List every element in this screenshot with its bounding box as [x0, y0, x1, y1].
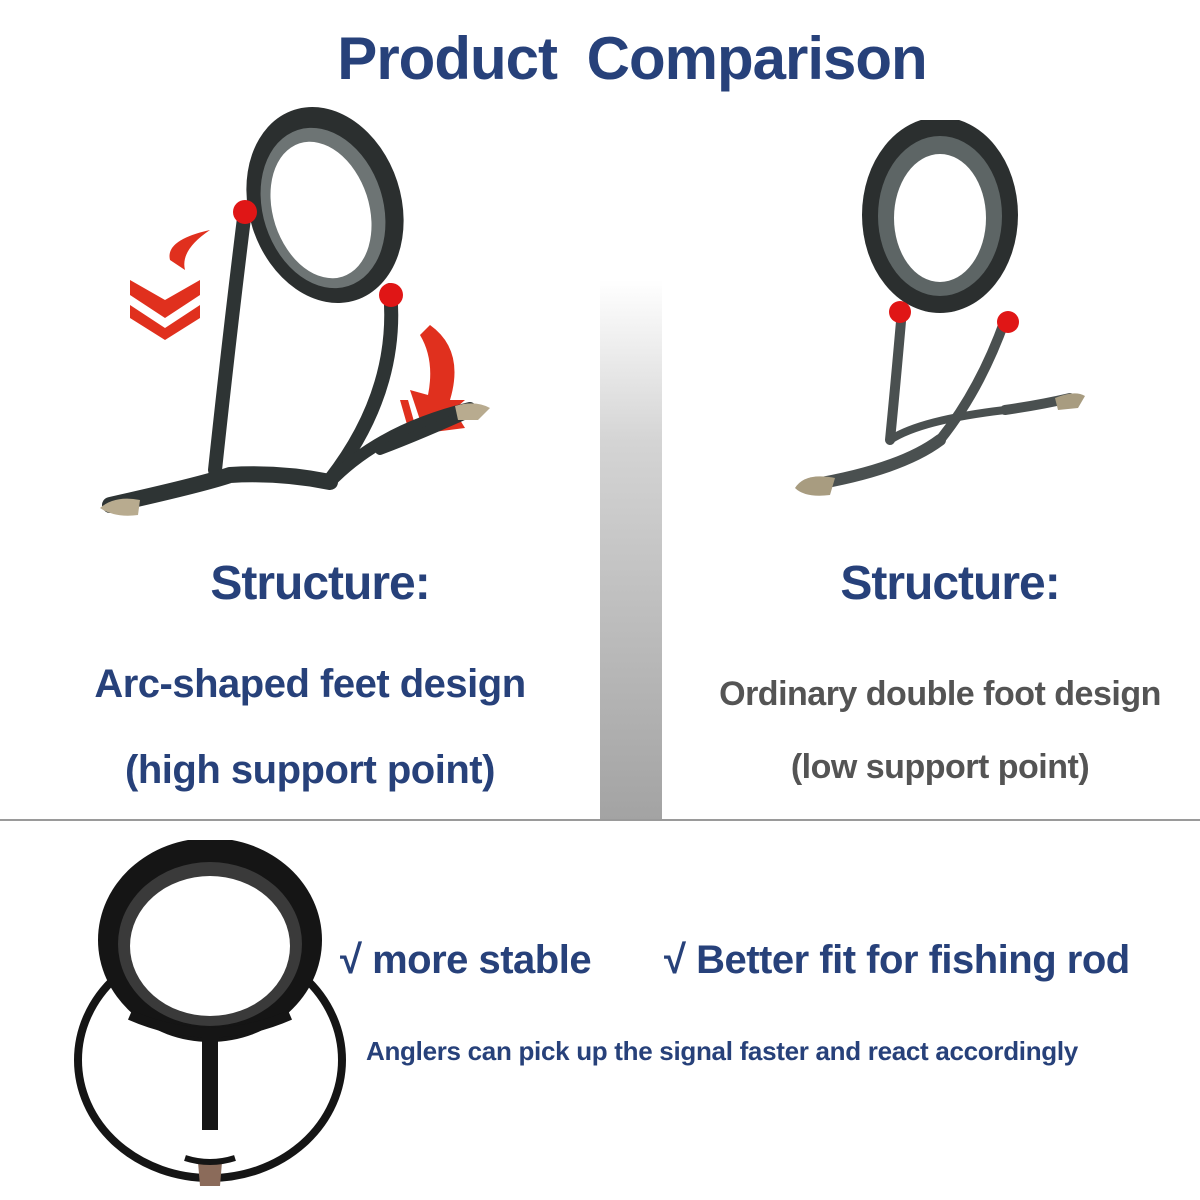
benefit-more-stable: √ more stable: [340, 938, 592, 982]
left-structure-heading: Structure:: [210, 557, 430, 610]
down-arrow-icon: [130, 230, 210, 340]
foot-tip: [795, 476, 835, 496]
double-foot-frame: [804, 305, 1075, 491]
support-point-dot: [379, 283, 403, 307]
foot-tip: [1055, 393, 1085, 410]
vertical-divider: [600, 280, 662, 820]
arc-frame: [102, 203, 480, 513]
foot-tip: [198, 1162, 222, 1186]
benefit-better-fit: √ Better fit for fishing rod: [664, 938, 1130, 982]
right-support-note: (low support point): [790, 748, 1090, 786]
foot-tip: [100, 498, 140, 516]
page-title: Product Comparison: [337, 25, 927, 92]
guide-ring: [246, 107, 404, 303]
guide-ring: [862, 120, 1018, 313]
left-support-note: (high support point): [125, 748, 495, 792]
benefit-tagline: Anglers can pick up the signal faster an…: [366, 1036, 1078, 1066]
guide-front-view-image: [74, 840, 346, 1186]
horizontal-divider: [0, 819, 1200, 821]
right-design-description: Ordinary double foot design: [719, 675, 1161, 713]
guide-ring: [98, 840, 322, 1042]
support-point-dot: [889, 301, 911, 323]
right-structure-heading: Structure:: [840, 557, 1060, 610]
support-point-dot: [997, 311, 1019, 333]
foot-tip: [455, 403, 490, 420]
double-foot-guide-image: [795, 120, 1085, 496]
left-design-description: Arc-shaped feet design: [94, 662, 526, 706]
support-point-dot: [233, 200, 257, 224]
arc-foot-guide-image: [100, 107, 490, 516]
